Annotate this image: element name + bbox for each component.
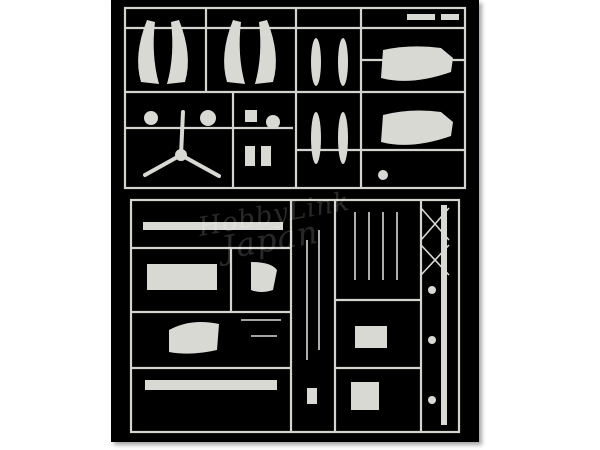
upper-parts <box>138 14 459 180</box>
sprue-photo: HobbyLink Japan <box>111 0 479 442</box>
lower-parts <box>143 205 447 425</box>
lower-sprue-frame <box>129 198 461 434</box>
small-parts <box>241 207 450 360</box>
model-kit-sprues <box>123 6 467 434</box>
propeller <box>143 110 221 178</box>
